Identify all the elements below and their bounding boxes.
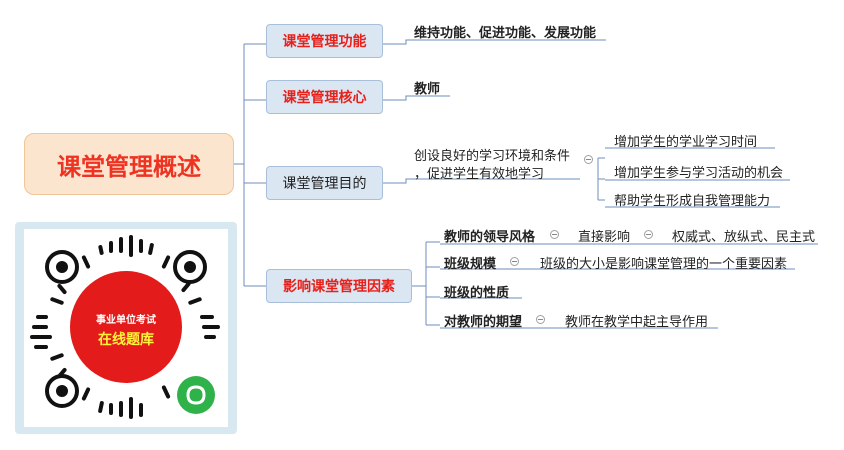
purpose-detail-line1: 创设良好的学习环境和条件	[414, 149, 571, 164]
factor-class-size: 班级规模	[444, 257, 497, 272]
factor-expectation: 对教师的期望	[444, 315, 523, 330]
branch-factors[interactable]: 影响课堂管理因素	[266, 269, 412, 303]
purpose-item: 增加学生参与学习活动的机会	[614, 166, 784, 181]
leadership-collapse-icon[interactable]	[550, 230, 559, 239]
leadership-detail: 直接影响	[578, 230, 631, 245]
purpose-detail-line2: ，促进学生有效地学习	[414, 167, 545, 182]
expectation-collapse-icon[interactable]	[536, 315, 545, 324]
function-detail: 维持功能、促进功能、发展功能	[414, 26, 597, 41]
branch-core[interactable]: 课堂管理核心	[266, 80, 383, 114]
qr-subtitle: 在线题库	[98, 332, 154, 348]
leadership-sub-collapse-icon[interactable]	[644, 230, 653, 239]
mini-program-icon	[177, 376, 215, 414]
qr-code: 事业单位考试 在线题库	[24, 229, 228, 427]
purpose-collapse-icon[interactable]	[584, 155, 593, 164]
purpose-item: 帮助学生形成自我管理能力	[614, 194, 771, 209]
branch-function[interactable]: 课堂管理功能	[266, 24, 383, 58]
qr-title: 事业单位考试	[96, 315, 156, 326]
qr-pattern	[30, 235, 220, 419]
qr-code-panel[interactable]: 事业单位考试 在线题库	[15, 222, 237, 434]
purpose-item: 增加学生的学业学习时间	[614, 135, 758, 150]
root-node[interactable]: 课堂管理概述	[24, 133, 234, 195]
core-detail: 教师	[414, 82, 441, 97]
leadership-sub: 权威式、放纵式、民主式	[672, 230, 816, 245]
class-size-detail: 班级的大小是影响课堂管理的一个重要因素	[540, 257, 788, 272]
factor-class-nature: 班级的性质	[444, 286, 510, 301]
class-size-collapse-icon[interactable]	[510, 257, 519, 266]
branch-purpose[interactable]: 课堂管理目的	[266, 166, 383, 200]
expectation-detail: 教师在教学中起主导作用	[565, 315, 709, 330]
factor-leadership: 教师的领导风格	[444, 230, 536, 245]
